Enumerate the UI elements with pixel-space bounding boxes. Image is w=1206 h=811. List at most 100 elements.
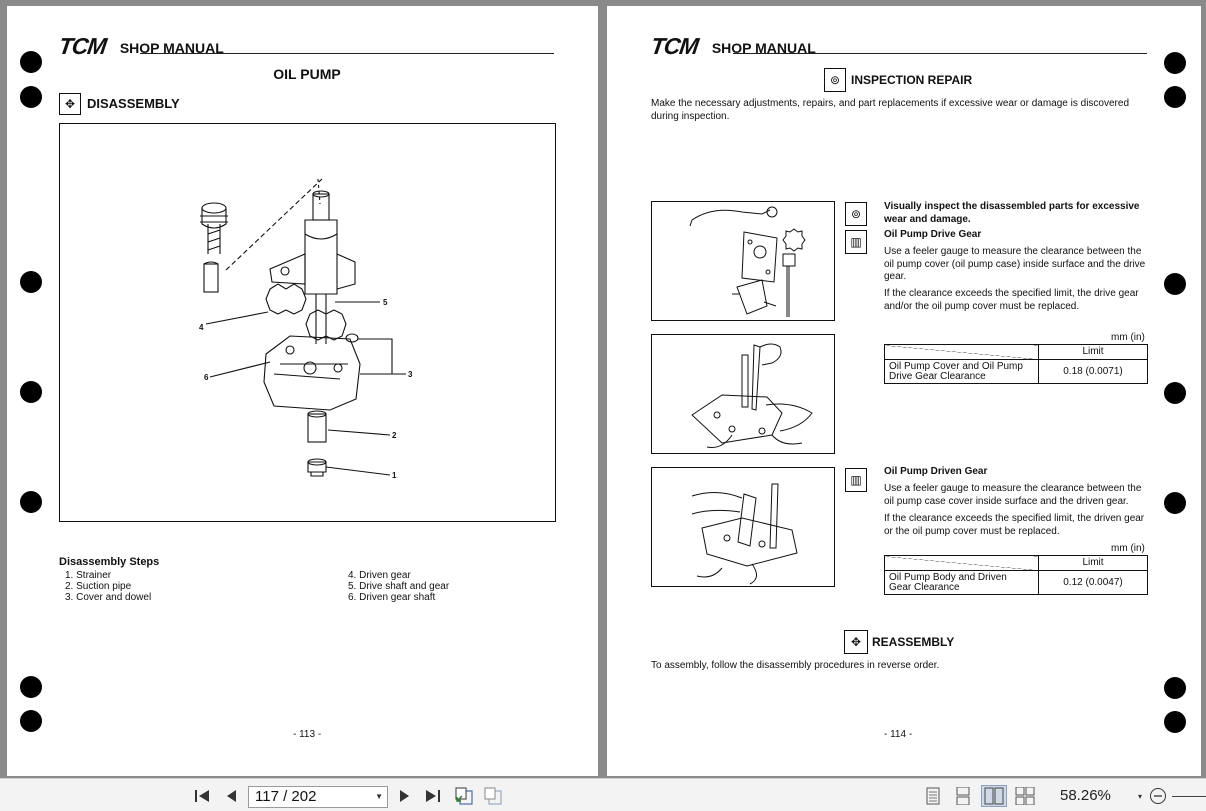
gauge-icon: ▥ [845,230,867,254]
binder-hole [20,491,42,513]
zoom-dropdown-button[interactable]: ▾ [1134,785,1146,807]
binder-hole [20,271,42,293]
binder-hole [20,51,42,73]
reassembly-text: To assembly, follow the disassembly proc… [651,660,940,671]
binder-hole [1164,382,1186,404]
step-item: 3. Cover and dowel [65,592,152,603]
table-cell: 0.18 (0.0071) [1038,359,1148,384]
exploded-diagram: 5 4 6 3 2 1 [59,123,556,522]
tcm-logo: TCM [649,33,700,59]
oil-pump-exploded-illustration: 5 4 6 3 2 1 [199,178,413,480]
disassembly-icon: ✥ [59,93,81,115]
previous-page-button[interactable] [220,785,242,807]
continuous-page-icon [956,787,970,805]
single-page-view-button[interactable] [922,785,944,807]
step-item: 4. Driven gear [348,570,411,581]
table-cell-line: Oil Pump Body and Driven [889,571,1007,583]
table-cell-line: Drive Gear Clearance [889,370,986,382]
page-header: TCM SHOP MANUAL [57,33,224,59]
binder-hole [20,86,42,108]
callout-4: 4 [199,323,204,332]
step-item: 2. Suction pipe [65,581,132,592]
visual-inspection-text: Visually inspect the disassembled parts … [884,201,1154,226]
continuous-view-button[interactable] [952,785,974,807]
chevron-down-icon[interactable]: ▼ [375,792,383,801]
callout-1: 1 [392,471,397,480]
page-number: - 113 - [293,729,322,740]
previous-page-icon [227,790,236,802]
section-title: INSPECTION REPAIR [851,73,973,87]
page-113: TCM SHOP MANUAL OIL PUMP ✥ DISASSEMBLY [7,6,598,776]
binder-hole [1164,677,1186,699]
page-header: TCM SHOP MANUAL [649,33,816,59]
go-forward-view-button[interactable] [481,785,505,807]
binder-hole [20,676,42,698]
facing-pages-view-button[interactable] [981,785,1007,807]
zoom-level[interactable]: 58.26% [1060,787,1111,804]
next-page-icon [400,790,409,802]
driven-gear-measurement-illustration [691,483,798,585]
header-rule [140,53,554,54]
page-number-input[interactable]: 117 / 202 ▼ [248,786,388,808]
drive-gear-measurement-illustration [691,343,813,448]
table-header: Limit [1038,344,1148,360]
step-item: 6. Driven gear shaft [348,592,436,603]
page-number: - 114 - [884,729,913,740]
binder-hole [20,381,42,403]
callout-2: 2 [392,431,397,440]
steps-column-2: 4. Driven gear 5. Drive shaft and gear 6… [348,570,449,603]
chevron-down-icon: ▾ [1137,791,1142,801]
visual-inspection-line: wear and damage. [884,213,971,225]
viewer-toolbar: ▾ [0,778,1206,811]
unit-label: mm (in) [1111,332,1145,343]
binder-hole [1164,492,1186,514]
table-cell-line: Oil Pump Cover and Oil Pump [889,360,1023,372]
inspection-icon: ⊚ [845,202,867,226]
drive-gear-spec-table: Limit Oil Pump Cover and Oil Pump Drive … [884,344,1148,384]
zoom-slider[interactable] [1172,796,1206,797]
zoom-out-button[interactable] [1148,785,1168,807]
header-title: SHOP MANUAL [119,40,224,56]
facing-pages-icon [984,787,1004,805]
continuous-facing-icon [1015,787,1035,805]
binder-hole [1164,273,1186,295]
single-page-icon [926,787,940,805]
steps-column-1: 1. Strainer 2. Suction pipe 3. Cover and… [65,570,151,603]
drive-gear-paragraph: If the clearance exceeds the specified l… [884,288,1139,312]
unit-label: mm (in) [1111,543,1145,554]
table-cell-line: Gear Clearance [889,581,960,593]
binder-hole [1164,86,1186,108]
next-page-button[interactable] [394,785,416,807]
disassembled-parts-illustration [689,206,806,317]
tcm-logo: TCM [57,33,108,59]
table-corner-cell [884,555,1039,571]
table-cell: Oil Pump Cover and Oil Pump Drive Gear C… [884,359,1039,384]
step-item: 5. Drive shaft and gear [348,581,450,592]
last-page-button[interactable] [421,785,445,807]
previous-view-icon [455,787,473,805]
first-page-icon [195,790,209,802]
step-item: 1. Strainer [65,570,112,581]
visual-inspection-line: Visually inspect the disassembled parts … [884,201,1140,212]
intro-text: Make the necessary adjustments, repairs,… [651,98,1130,122]
callout-3: 3 [408,370,413,379]
header-rule [733,53,1147,54]
feeler-gauge-figure [651,334,835,454]
table-corner-cell [884,344,1039,360]
binder-hole [1164,711,1186,733]
driven-gear-paragraph: Use a feeler gauge to measure the cleara… [884,483,1142,507]
drive-gear-paragraph: Use a feeler gauge to measure the cleara… [884,246,1146,282]
inspection-icon: ⊚ [824,68,846,92]
header-title: SHOP MANUAL [711,40,816,56]
section-title: DISASSEMBLY [87,96,180,111]
gauge-icon: ▥ [845,468,867,492]
table-cell: Oil Pump Body and Driven Gear Clearance [884,570,1039,595]
first-page-button[interactable] [190,785,214,807]
page-114: TCM SHOP MANUAL ⊚ INSPECTION REPAIR Make… [607,6,1201,776]
go-back-view-button[interactable] [452,785,476,807]
driven-gear-title: Oil Pump Driven Gear [884,466,988,477]
binder-hole [20,710,42,732]
continuous-facing-view-button[interactable] [1013,785,1037,807]
next-view-icon [484,787,502,805]
table-cell: 0.12 (0.0047) [1038,570,1148,595]
